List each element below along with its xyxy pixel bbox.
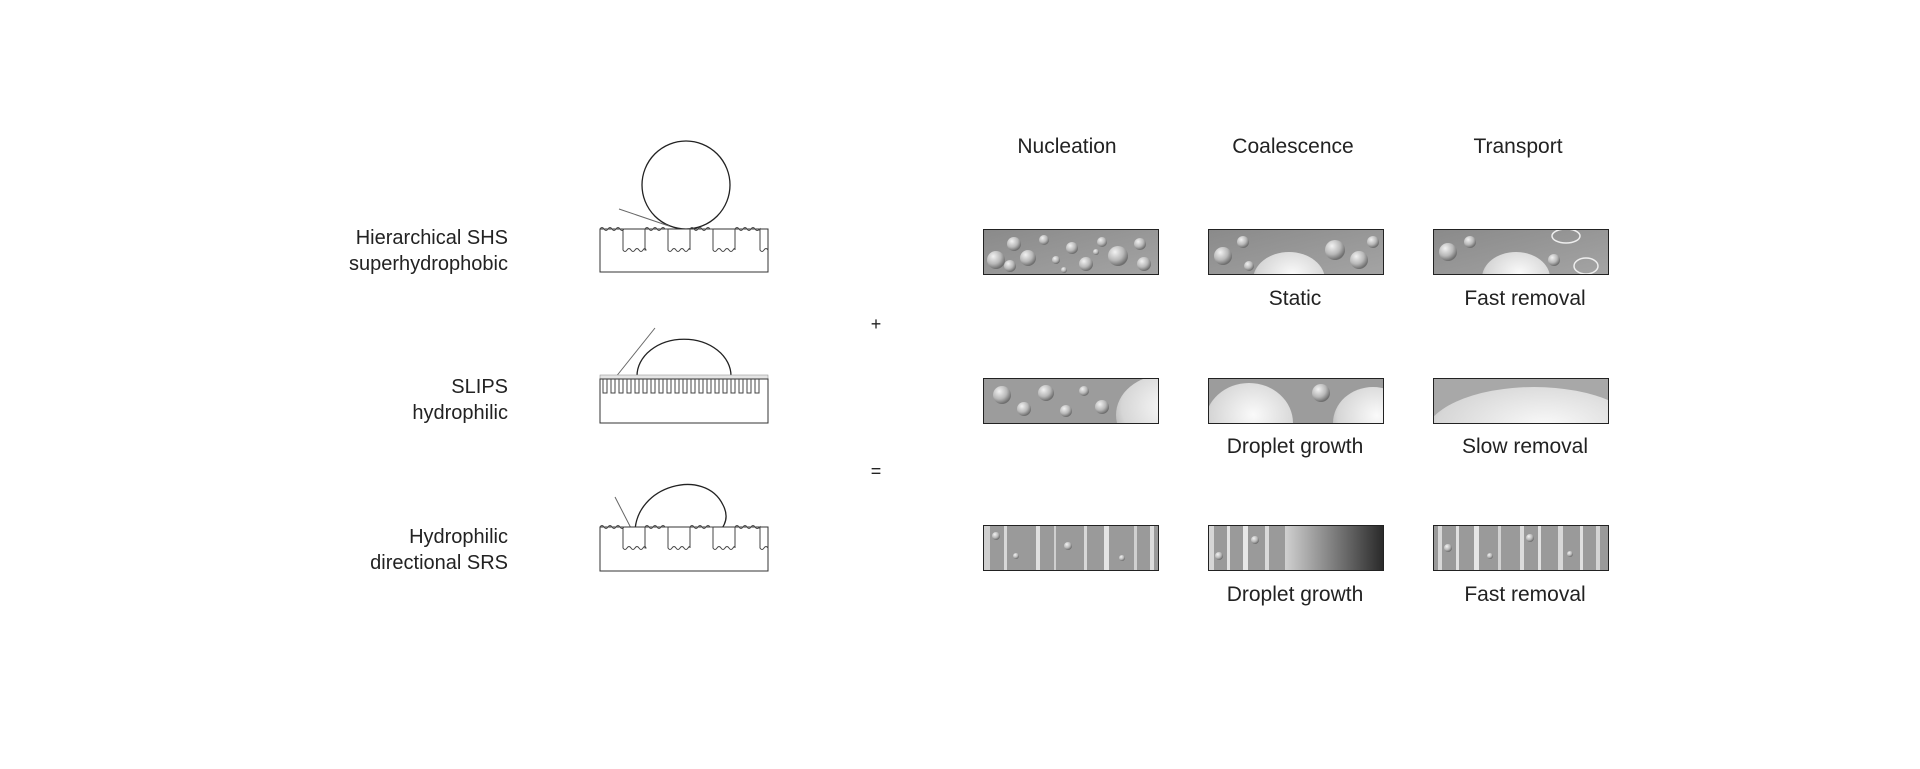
- row-label-directional-srs: Hydrophilic directional SRS: [370, 524, 508, 576]
- micrograph-shs-coalescence: [1208, 229, 1384, 275]
- droplet-penetrating: [634, 483, 727, 534]
- schematic-directional-srs: [599, 483, 769, 572]
- column-header-nucleation: Nucleation: [1017, 135, 1117, 158]
- equals-operator: =: [870, 461, 882, 481]
- substrate: [599, 526, 769, 572]
- caption-row2-coalescence: Droplet growth: [1226, 435, 1364, 458]
- contact-angle-line: [614, 496, 634, 533]
- row-label-line2: superhydrophobic: [349, 253, 508, 275]
- lubricant-layer: [599, 374, 769, 380]
- contact-angle-line: [614, 327, 656, 379]
- row-label-line1: Hydrophilic: [409, 526, 508, 548]
- micrograph-srs-transport: [1433, 525, 1609, 571]
- micrograph-shs-nucleation: [983, 229, 1159, 275]
- micrograph-shs-transport: [1433, 229, 1609, 275]
- row-label-hierarchical-shs: Hierarchical SHS superhydrophobic: [349, 225, 508, 277]
- substrate: [599, 378, 769, 424]
- micrograph-slips-coalescence: [1208, 378, 1384, 424]
- micrograph-srs-nucleation: [983, 525, 1159, 571]
- schematic-hierarchical-shs: [599, 140, 769, 273]
- row-label-line1: SLIPS: [451, 376, 508, 398]
- plus-operator: +: [870, 314, 882, 334]
- micrograph-slips-nucleation: [983, 378, 1159, 424]
- droplet-cap: [636, 338, 732, 377]
- droplet-sphere: [641, 140, 731, 230]
- wavy-texture: [599, 227, 769, 252]
- column-header-transport: Transport: [1473, 135, 1563, 158]
- wavy-texture: [599, 525, 769, 550]
- micrograph-srs-coalescence: [1208, 525, 1384, 571]
- schematic-slips: [599, 327, 769, 424]
- caption-row1-coalescence: Static: [1268, 287, 1322, 310]
- caption-row3-coalescence: Droplet growth: [1226, 583, 1364, 606]
- caption-row2-transport: Slow removal: [1461, 435, 1589, 458]
- row-label-line2: directional SRS: [370, 552, 508, 574]
- caption-row1-transport: Fast removal: [1464, 287, 1586, 310]
- row-label-line1: Hierarchical SHS: [355, 227, 508, 249]
- caption-row3-transport: Fast removal: [1464, 583, 1586, 606]
- row-label-line2: hydrophilic: [412, 402, 508, 424]
- row-label-slips: SLIPS hydrophilic: [412, 374, 508, 426]
- nano-pillars: [602, 379, 760, 394]
- micrograph-slips-transport: [1433, 378, 1609, 424]
- contact-angle-line: [618, 208, 670, 227]
- column-header-coalescence: Coalescence: [1232, 135, 1354, 158]
